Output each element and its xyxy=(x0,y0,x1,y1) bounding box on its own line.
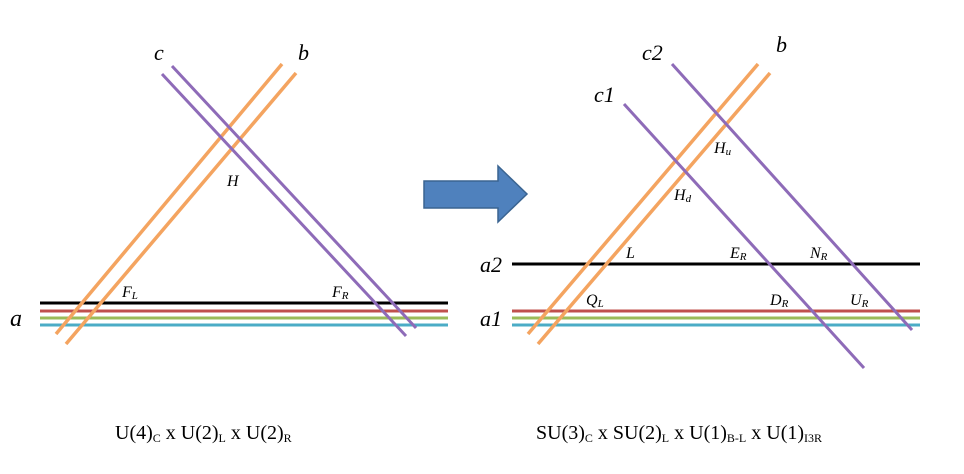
caption-part: L xyxy=(219,431,226,445)
label-QL: QL xyxy=(586,292,604,310)
caption-part: x U(1) xyxy=(669,422,727,444)
right-diagram: c2 b c1 a2 a1 Hu Hd L ER NR QL DR UR xyxy=(480,32,920,370)
brane-c2 xyxy=(670,62,914,332)
transition-arrow xyxy=(423,164,529,224)
brane-b-2 xyxy=(536,71,772,346)
caption-part: I3R xyxy=(804,431,822,445)
caption-part: x SU(2) xyxy=(593,422,662,444)
caption-part: x U(1) xyxy=(746,422,804,444)
label-a: a xyxy=(10,306,22,332)
label-b: b xyxy=(776,32,787,57)
label-ER: ER xyxy=(729,245,747,263)
label-UR: UR xyxy=(850,292,869,310)
left-diagram: c b a H FL FR xyxy=(10,40,448,346)
brane-b-1 xyxy=(54,62,284,336)
caption-part: L xyxy=(662,431,669,445)
caption-part: x U(2) xyxy=(161,422,219,444)
label-c: c xyxy=(154,40,164,65)
brane-b-1 xyxy=(526,62,760,336)
label-H: H xyxy=(226,173,240,190)
label-DR: DR xyxy=(769,292,789,310)
caption-part: x U(2) xyxy=(226,422,284,444)
label-c1: c1 xyxy=(594,82,615,107)
label-Hu: Hu xyxy=(713,140,732,158)
brane-c1 xyxy=(622,102,866,370)
label-a1: a1 xyxy=(480,306,502,331)
label-FL: FL xyxy=(121,284,138,302)
caption-part: B-L xyxy=(727,431,746,445)
caption-part: C xyxy=(585,431,593,445)
label-Hd: Hd xyxy=(673,187,692,205)
label-b: b xyxy=(298,40,309,65)
brane-b-2 xyxy=(64,71,298,346)
caption-part: C xyxy=(153,431,161,445)
caption-left: U(4)C x U(2)L x U(2)R xyxy=(115,422,292,445)
label-a2: a2 xyxy=(480,252,502,277)
caption-right: SU(3)C x SU(2)L x U(1)B-L x U(1)I3R xyxy=(536,422,822,445)
label-FR: FR xyxy=(331,284,349,302)
label-NR: NR xyxy=(809,245,828,263)
brane-c-1 xyxy=(170,64,418,330)
caption-part: SU(3) xyxy=(536,422,585,444)
label-c2: c2 xyxy=(642,40,663,65)
label-L: L xyxy=(625,245,635,262)
brane-c-2 xyxy=(160,72,408,338)
caption-part: U(4) xyxy=(115,422,153,444)
caption-part: R xyxy=(284,431,292,445)
